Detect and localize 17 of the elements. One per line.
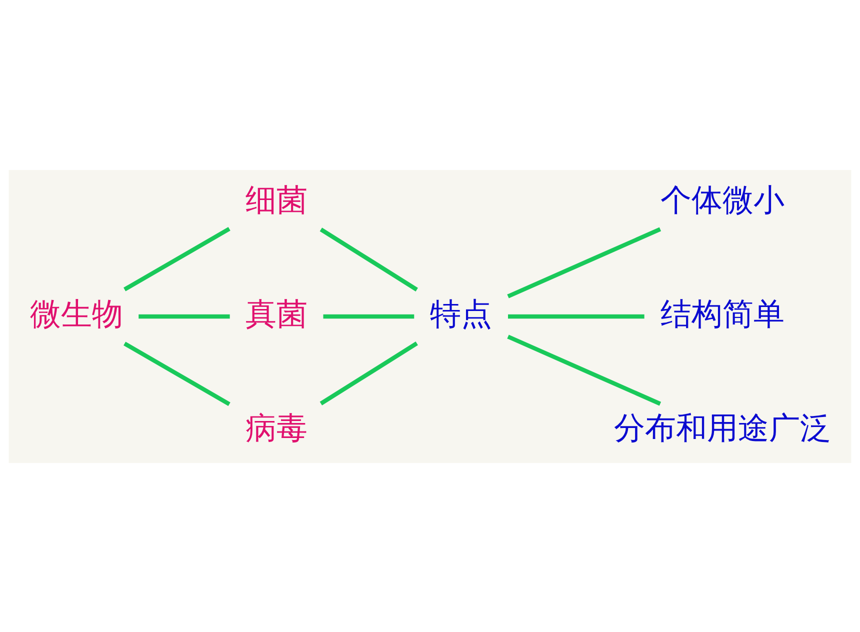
- connector: [508, 314, 644, 318]
- connector: [507, 334, 662, 406]
- connector: [320, 341, 418, 405]
- node-text: 病毒: [245, 410, 308, 446]
- node-text: 真菌: [245, 296, 308, 332]
- node-text: 细菌: [245, 182, 308, 218]
- node-text: 个体微小: [660, 182, 784, 218]
- connector: [138, 314, 230, 318]
- node-text: 结构简单: [660, 296, 784, 332]
- node-text: 微生物: [30, 296, 123, 332]
- connector: [124, 341, 230, 406]
- connector: [323, 314, 414, 318]
- connector: [320, 227, 418, 291]
- connector: [507, 226, 662, 298]
- node-text: 分布和用途广泛: [614, 410, 831, 446]
- node-text: 特点: [430, 296, 492, 332]
- connector: [124, 226, 230, 291]
